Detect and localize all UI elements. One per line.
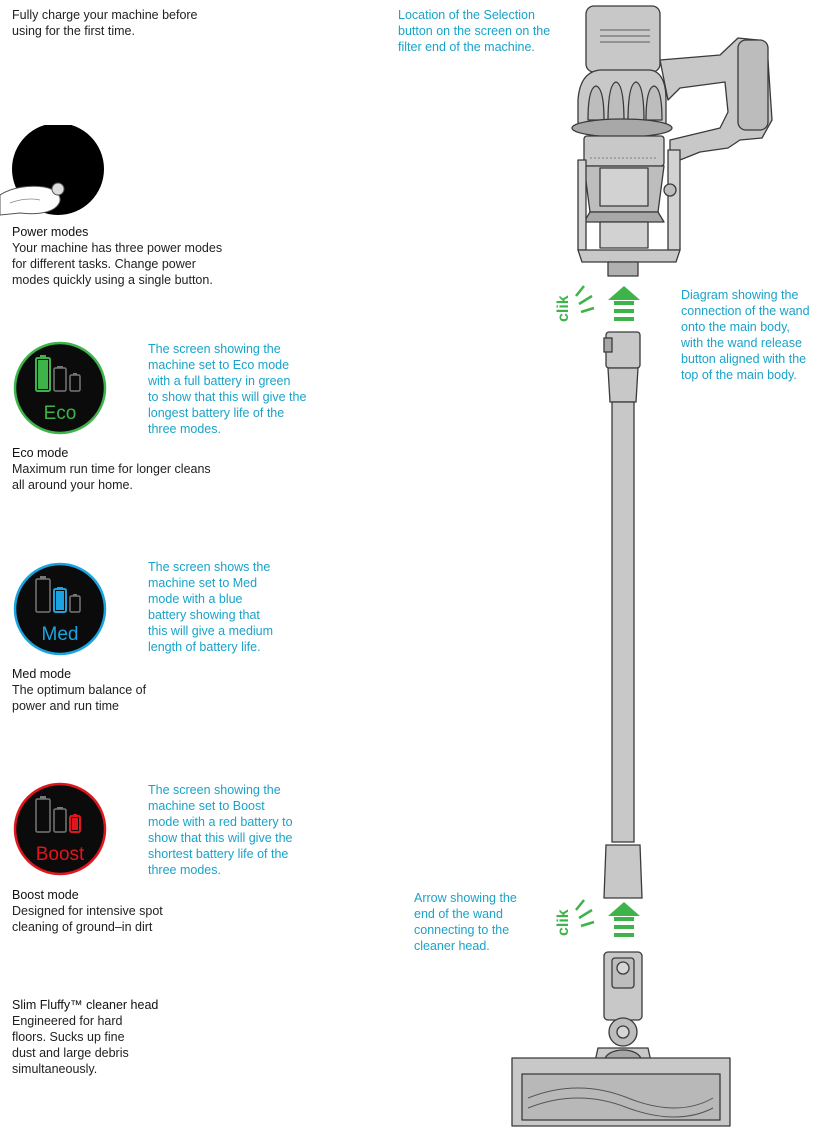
selection-button-caption: Location of the Selection button on the … <box>398 8 551 54</box>
clik-label: clik <box>555 295 572 322</box>
med-mode-screen: Med <box>13 562 107 656</box>
med-screen-label: Med <box>42 624 79 645</box>
med-mode-title: Med mode <box>12 667 72 681</box>
eco-mode-description: Maximum run time for longer cleans all a… <box>12 462 211 492</box>
eco-caption: The screen showing the machine set to Ec… <box>148 342 307 436</box>
head-connection-caption: Arrow showing the end of the wand connec… <box>414 891 517 953</box>
power-modes-title: Power modes <box>12 225 89 239</box>
boost-mode-screen: Boost <box>13 782 107 876</box>
wand-connection-caption: Diagram showing the connection of the wa… <box>681 288 810 382</box>
arrow-up-icon <box>608 902 640 916</box>
eco-mode-title: Eco mode <box>12 446 69 460</box>
boost-caption: The screen showing the machine set to Bo… <box>148 783 293 877</box>
head-clik-indicator: clik <box>548 892 648 947</box>
selection-screen-end <box>585 5 661 73</box>
eco-mode-screen: Eco <box>13 341 107 435</box>
arrow-up-icon <box>608 286 640 300</box>
med-caption: The screen shows the machine set to Med … <box>148 560 274 654</box>
clik-label: clik <box>555 909 572 936</box>
boost-mode-title: Boost mode <box>12 888 79 902</box>
wand-clik-indicator: clik <box>548 282 648 332</box>
cleaner-head-title: Slim Fluffy™ cleaner head <box>12 998 159 1012</box>
power-modes-description: Your machine has three power modes for d… <box>12 241 223 287</box>
cleaner-head-diagram <box>511 951 731 1127</box>
vacuum-main-body-diagram <box>571 5 773 277</box>
intro-text: Fully charge your machine before using f… <box>12 8 198 38</box>
power-button-illustration <box>0 125 104 216</box>
power-button-icon <box>51 182 65 196</box>
wand-diagram <box>603 331 643 899</box>
boost-mode-description: Designed for intensive spot cleaning of … <box>12 904 163 934</box>
boost-screen-label: Boost <box>36 844 85 865</box>
med-mode-description: The optimum balance of power and run tim… <box>12 683 147 713</box>
cleaner-head-description: Engineered for hard floors. Sucks up fin… <box>12 1014 129 1076</box>
eco-screen-label: Eco <box>44 403 77 424</box>
